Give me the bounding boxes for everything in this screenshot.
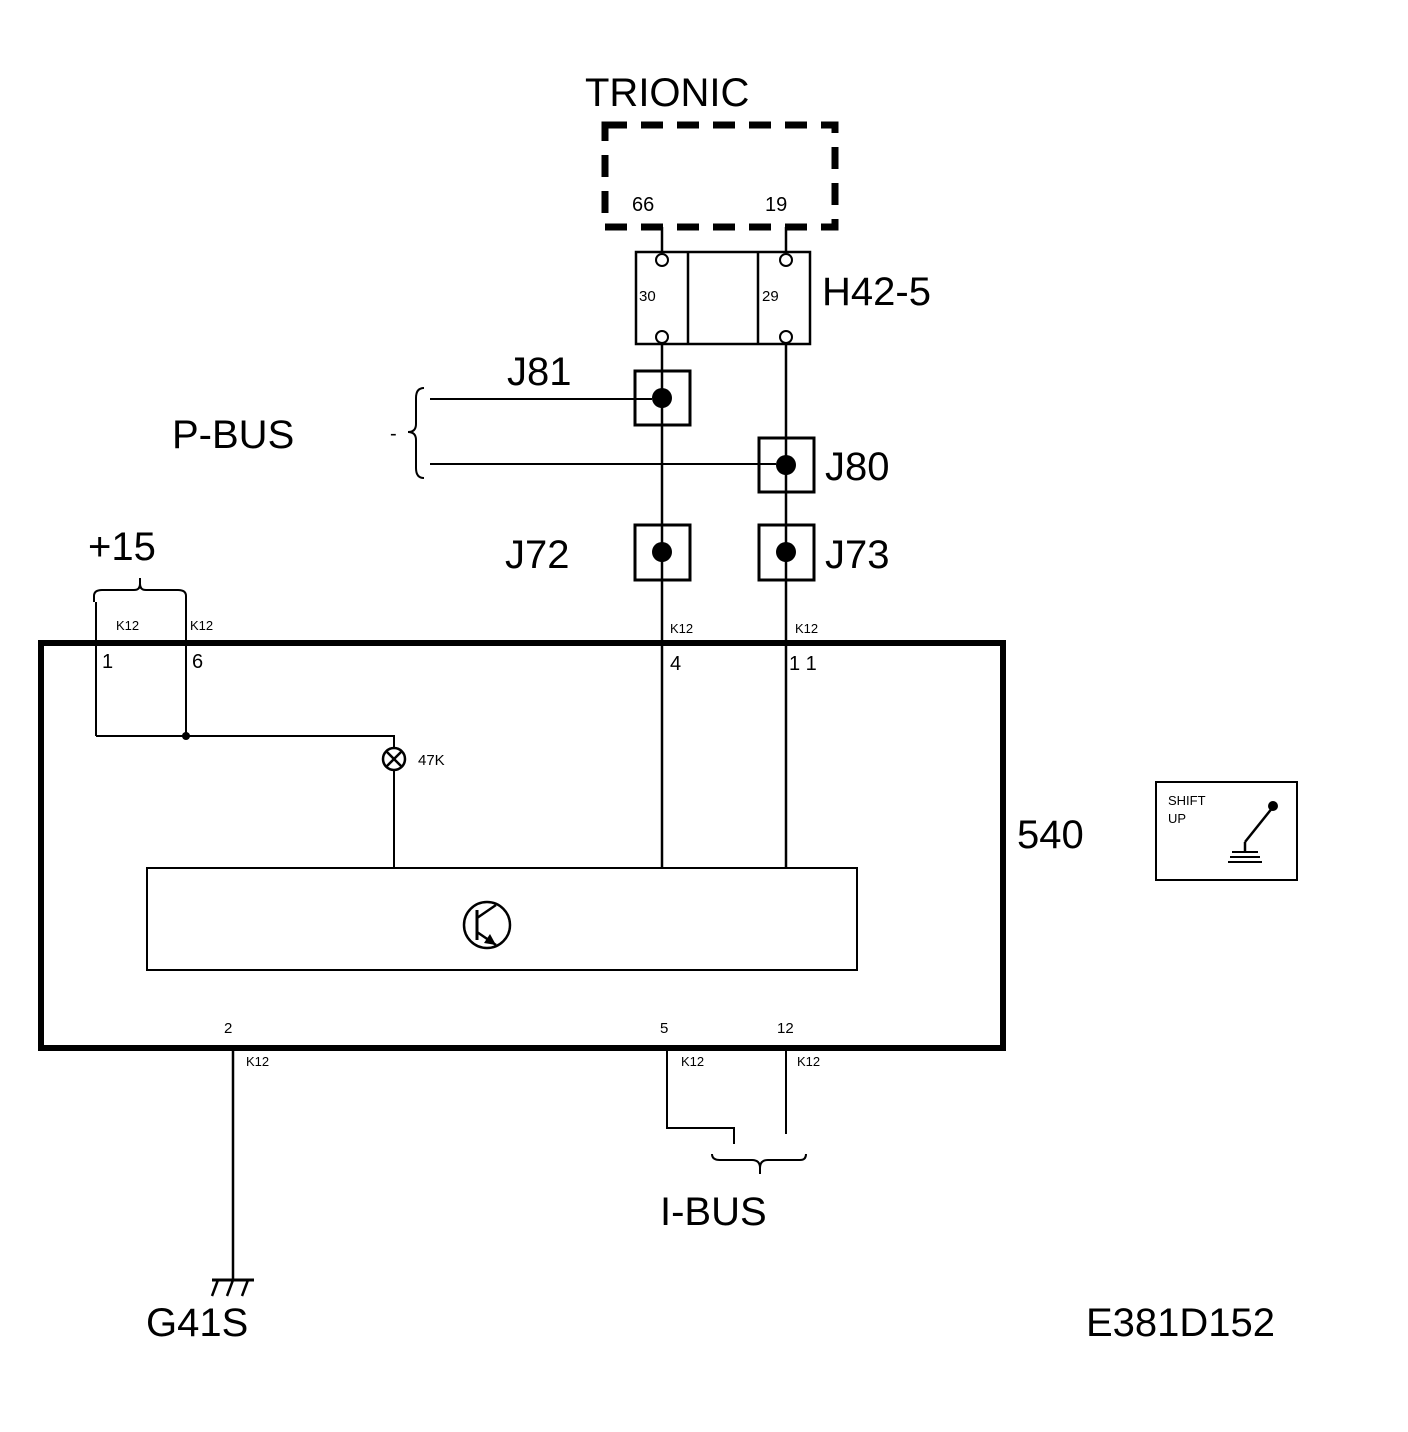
k12-pin6: K12 (190, 618, 213, 633)
h42-label: H42-5 (822, 270, 931, 314)
k12-pin1: K12 (116, 618, 139, 633)
shift-up-line2: UP (1168, 811, 1186, 826)
splice-j80 (757, 436, 816, 494)
trionic-pin-66: 66 (632, 194, 654, 216)
module-pin-1: 1 (102, 651, 113, 673)
module-label: 540 (1017, 813, 1084, 857)
shift-up-icon (1155, 781, 1298, 881)
ground-icon (210, 1278, 254, 1297)
ibus-label: I-BUS (660, 1190, 767, 1234)
ibus-brace (711, 1153, 807, 1174)
module-540-box (38, 640, 1006, 1051)
lamp-label: 47K (418, 752, 445, 769)
plus15-brace (93, 578, 187, 602)
module-pin-2: 2 (224, 1020, 232, 1037)
k12-pin5: K12 (681, 1054, 704, 1069)
pbus-sign: - (390, 423, 397, 445)
module-pin-6: 6 (192, 651, 203, 673)
splice-j73 (757, 523, 816, 582)
module-pin-12: 12 (777, 1020, 794, 1037)
trionic-label: TRIONIC (585, 71, 749, 115)
j73-label: J73 (825, 533, 890, 577)
transistor-icon (462, 900, 512, 950)
driver-box (146, 867, 858, 971)
j72-label: J72 (505, 533, 570, 577)
k12-pin4: K12 (670, 621, 693, 636)
j80-label: J80 (825, 445, 890, 489)
shift-up-line1: SHIFT (1168, 793, 1206, 808)
lamp-icon (381, 746, 407, 772)
junction-dot (182, 732, 190, 740)
k12-pin12: K12 (797, 1054, 820, 1069)
ibus-wire-pin5 (666, 1048, 735, 1144)
module-pin-11: 1 1 (789, 653, 817, 675)
pbus-label: P-BUS (172, 413, 294, 457)
module-pin-4: 4 (670, 653, 681, 675)
splice-j72 (633, 523, 692, 582)
wire-lamp-feed (96, 735, 395, 748)
k12-pin11: K12 (795, 621, 818, 636)
ground-label: G41S (146, 1301, 248, 1345)
diagram-code: E381D152 (1086, 1301, 1275, 1345)
h42-5-connector (634, 250, 812, 346)
k12-pin2: K12 (246, 1054, 269, 1069)
trionic-box (601, 121, 839, 231)
plus15-label: +15 (88, 525, 156, 569)
h42-pin-29: 29 (762, 288, 779, 305)
j81-label: J81 (507, 350, 572, 394)
trionic-pin-19: 19 (765, 194, 787, 216)
h42-pin-30: 30 (639, 288, 656, 305)
module-pin-5: 5 (660, 1020, 668, 1037)
pbus-brace (407, 387, 425, 479)
